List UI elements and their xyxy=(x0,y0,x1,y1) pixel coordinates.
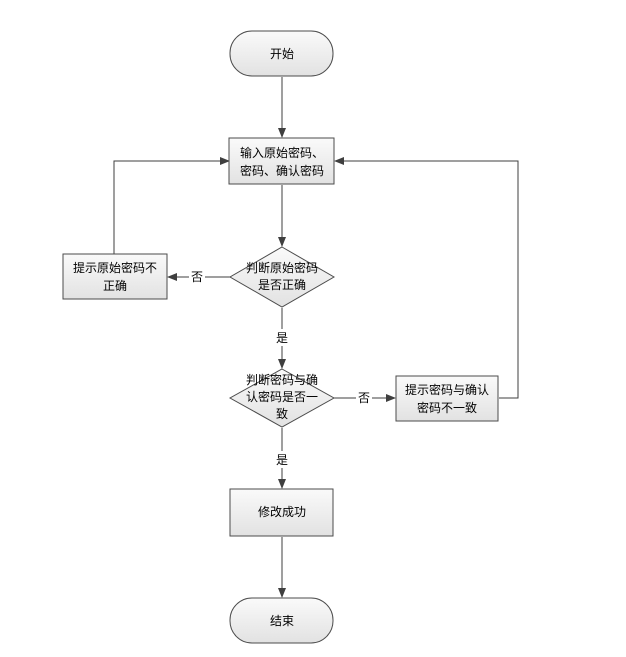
wrong-original-label-line2: 正确 xyxy=(103,279,127,293)
input-process-box xyxy=(228,137,335,185)
edge-wrong-to-input xyxy=(113,157,230,254)
mismatch-process-box xyxy=(395,375,499,422)
edge-label-match-yes: 是 xyxy=(276,453,288,467)
success-node: 修改成功 xyxy=(229,488,334,537)
wrong-original-node: 提示原始密码不 正确 xyxy=(62,253,168,300)
end-node: 结束 xyxy=(229,597,334,644)
input-label-line1: 输入原始密码、 xyxy=(240,145,324,160)
edge-label-original-yes: 是 xyxy=(276,331,288,345)
check-match-node: 判断密码与确 认密码是否一 致 xyxy=(228,368,336,428)
wrong-original-process-box xyxy=(62,253,168,300)
success-label: 修改成功 xyxy=(258,504,306,519)
check-match-label-line3: 致 xyxy=(276,407,288,421)
check-original-label-line1: 判断原始密码 xyxy=(246,260,318,275)
mismatch-node: 提示密码与确认 密码不一致 xyxy=(395,375,499,422)
start-terminator xyxy=(229,30,334,77)
edge-mismatch-to-input xyxy=(334,157,519,399)
input-node: 输入原始密码、 密码、确认密码 xyxy=(228,137,335,185)
edge-label-original-no: 否 xyxy=(191,270,203,284)
start-label: 开始 xyxy=(270,47,294,61)
end-label: 结束 xyxy=(270,614,294,628)
end-terminator xyxy=(229,597,334,644)
mismatch-label-line2: 密码不一致 xyxy=(417,400,477,415)
mismatch-label-line1: 提示密码与确认 xyxy=(405,382,489,397)
edge-labels: 否 是 否 是 xyxy=(189,268,372,468)
check-match-label-line2: 认密码是否一 xyxy=(246,389,318,404)
wrong-original-label-line1: 提示原始密码不 xyxy=(73,260,157,275)
check-original-node: 判断原始密码 是否正确 xyxy=(228,246,336,308)
edge-label-match-no: 否 xyxy=(358,391,370,405)
input-label-line2: 密码、确认密码 xyxy=(240,163,324,178)
start-node: 开始 xyxy=(229,30,334,77)
check-match-decision xyxy=(228,368,336,428)
check-original-label-line2: 是否正确 xyxy=(258,278,306,292)
check-match-label-line1: 判断密码与确 xyxy=(246,372,318,387)
success-process-box xyxy=(229,488,334,537)
check-original-decision xyxy=(228,246,336,308)
